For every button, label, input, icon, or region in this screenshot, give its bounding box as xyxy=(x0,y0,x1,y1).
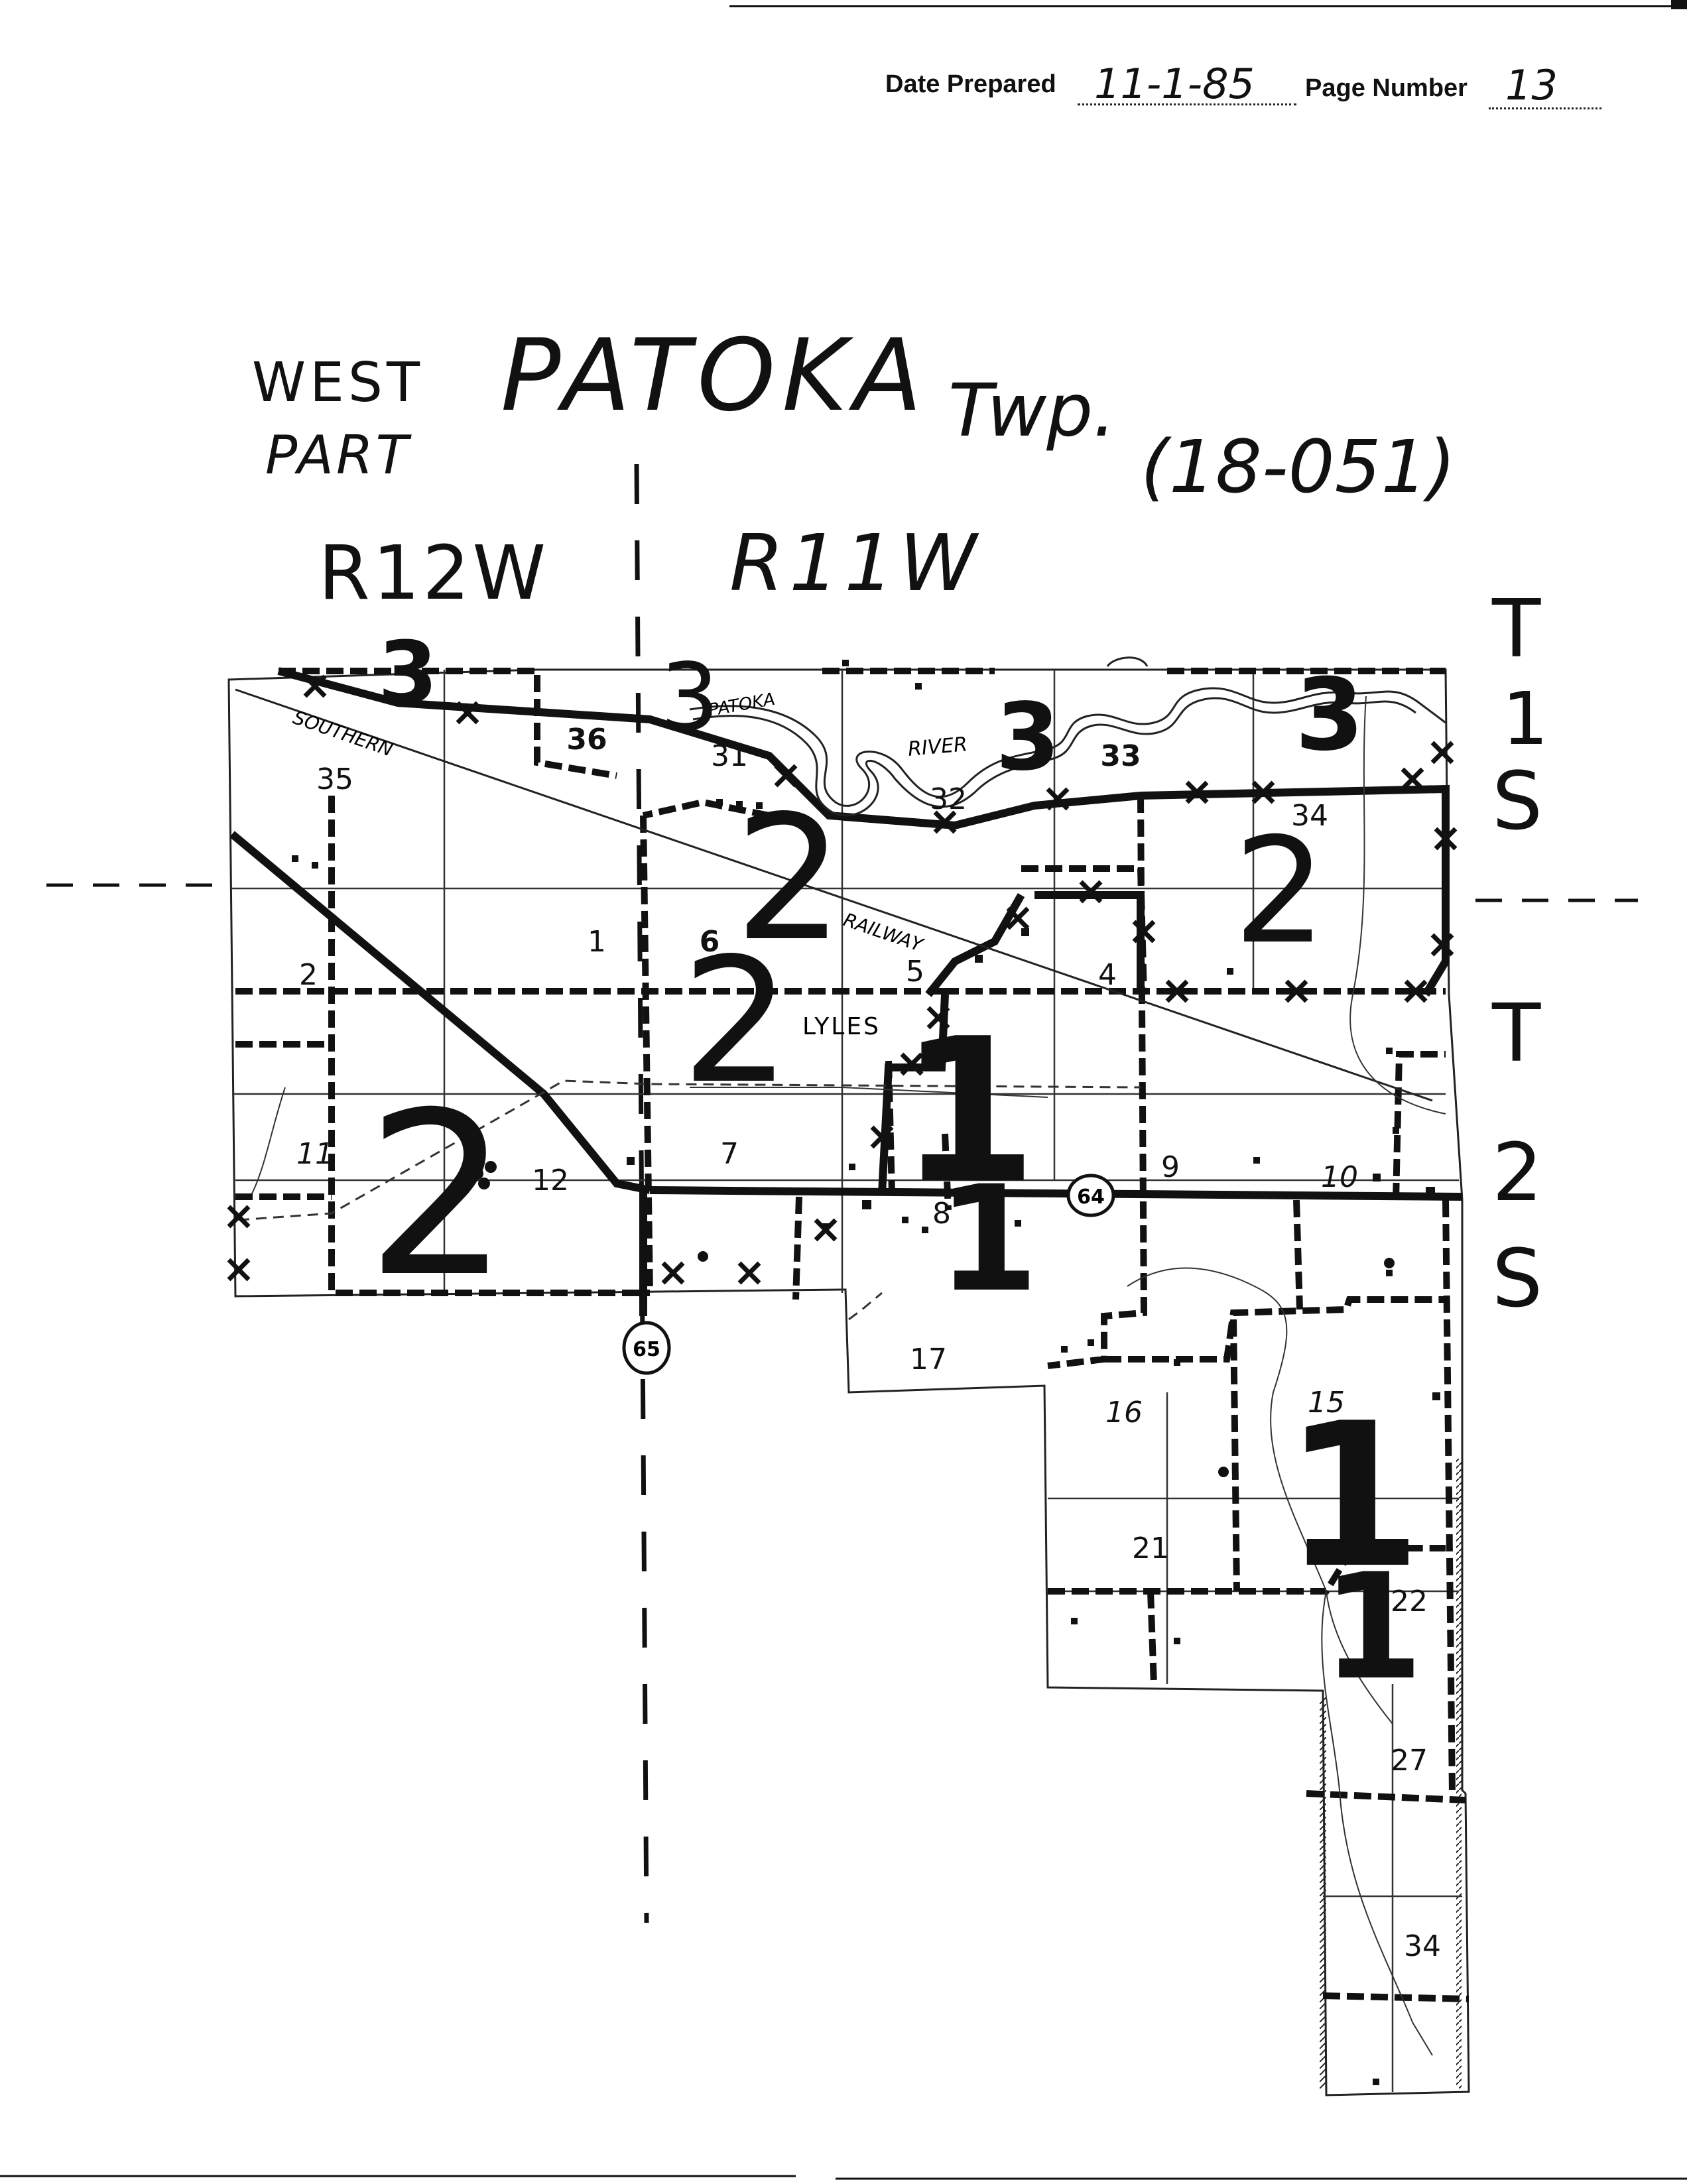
range-label-r11w: R11W xyxy=(729,517,982,609)
township-t2s-t: T xyxy=(1492,988,1541,1080)
southern-railway xyxy=(235,688,1433,1102)
priority-mark: 3 xyxy=(660,644,719,752)
section-number: 15 xyxy=(1308,1386,1345,1420)
section-number: 33 xyxy=(1100,739,1141,773)
section-number: 5 xyxy=(906,955,924,989)
section-number: 2 xyxy=(299,958,318,992)
section-number: 27 xyxy=(1391,1744,1428,1778)
route-65-label: 65 xyxy=(633,1338,660,1361)
top-border-line xyxy=(729,5,1687,7)
trails xyxy=(238,1079,1141,1321)
priority-mark: 3 xyxy=(1295,658,1364,773)
section-number: 31 xyxy=(711,739,748,773)
title-part: PART xyxy=(265,424,411,486)
priority-mark: 2 xyxy=(366,1064,509,1327)
priority-mark: 3 xyxy=(995,684,1060,792)
township-t1s-s: S xyxy=(1492,756,1543,848)
page-number-label: Page Number xyxy=(1305,74,1468,102)
priority-mark: 1 xyxy=(937,1154,1038,1324)
priority-mark: 2 xyxy=(1233,806,1326,976)
priority-mark: 1 xyxy=(1322,1542,1423,1712)
section-number: 36 xyxy=(566,723,607,757)
streams xyxy=(251,696,1446,2056)
patoka-river xyxy=(689,656,1446,817)
range-label-r12w: R12W xyxy=(318,530,549,617)
building-dots xyxy=(292,660,1440,2085)
corner-mark xyxy=(1671,0,1687,9)
boundary-x-markers xyxy=(227,674,1458,1285)
railway-label: RAILWAY xyxy=(841,908,927,956)
section-number: 22 xyxy=(1391,1585,1428,1618)
township-t1s-t: T xyxy=(1492,583,1541,676)
section-number: 35 xyxy=(316,762,353,796)
river-label: RIVER xyxy=(907,733,969,761)
section-number: 8 xyxy=(932,1197,951,1231)
section-number: 10 xyxy=(1321,1160,1358,1194)
title-twp: Twp. xyxy=(948,368,1116,453)
section-number: 34 xyxy=(1404,1929,1441,1963)
section-number: 21 xyxy=(1132,1532,1169,1565)
section-number: 7 xyxy=(720,1137,739,1171)
section-number: 4 xyxy=(1098,958,1117,992)
date-prepared-label: Date Prepared xyxy=(885,70,1056,98)
priority-mark: 3 xyxy=(378,623,438,723)
section-number: 11 xyxy=(296,1137,334,1171)
section-number: 12 xyxy=(532,1164,569,1197)
range-divider-line xyxy=(634,463,649,1923)
route-64-label: 64 xyxy=(1077,1185,1105,1209)
section-number: 1 xyxy=(588,925,606,959)
section-number: 32 xyxy=(930,782,967,816)
section-number: 17 xyxy=(910,1343,947,1376)
priority-mark: 2 xyxy=(681,922,790,1122)
section-number: 16 xyxy=(1105,1396,1143,1429)
county-roads xyxy=(235,668,1469,2002)
priority-mark: 1 xyxy=(899,996,1038,1227)
title-west: WEST xyxy=(252,351,424,414)
title-patoka: PATOKA xyxy=(501,318,929,434)
date-underline xyxy=(1078,103,1296,105)
date-prepared-value: 11-1-85 xyxy=(1094,60,1255,108)
section-number: 6 xyxy=(700,925,720,959)
township-code: (18-051) xyxy=(1141,424,1456,509)
township-t1s-1: 1 xyxy=(1502,676,1548,761)
section-grid xyxy=(232,670,1462,2092)
route-64-shield xyxy=(1066,1174,1115,1217)
priority-mark: 1 xyxy=(1284,1380,1422,1612)
priority-mark: 2 xyxy=(734,779,844,979)
township-t2s-2: 2 xyxy=(1492,1127,1543,1219)
township-t2s-s: S xyxy=(1492,1233,1543,1325)
town-lyles-label: LYLES xyxy=(802,1013,881,1040)
section-number: 34 xyxy=(1291,799,1328,833)
page-underline xyxy=(1489,107,1601,109)
page-number-value: 13 xyxy=(1505,61,1558,109)
section-number: 9 xyxy=(1161,1150,1180,1184)
route-65-shield xyxy=(622,1321,671,1375)
